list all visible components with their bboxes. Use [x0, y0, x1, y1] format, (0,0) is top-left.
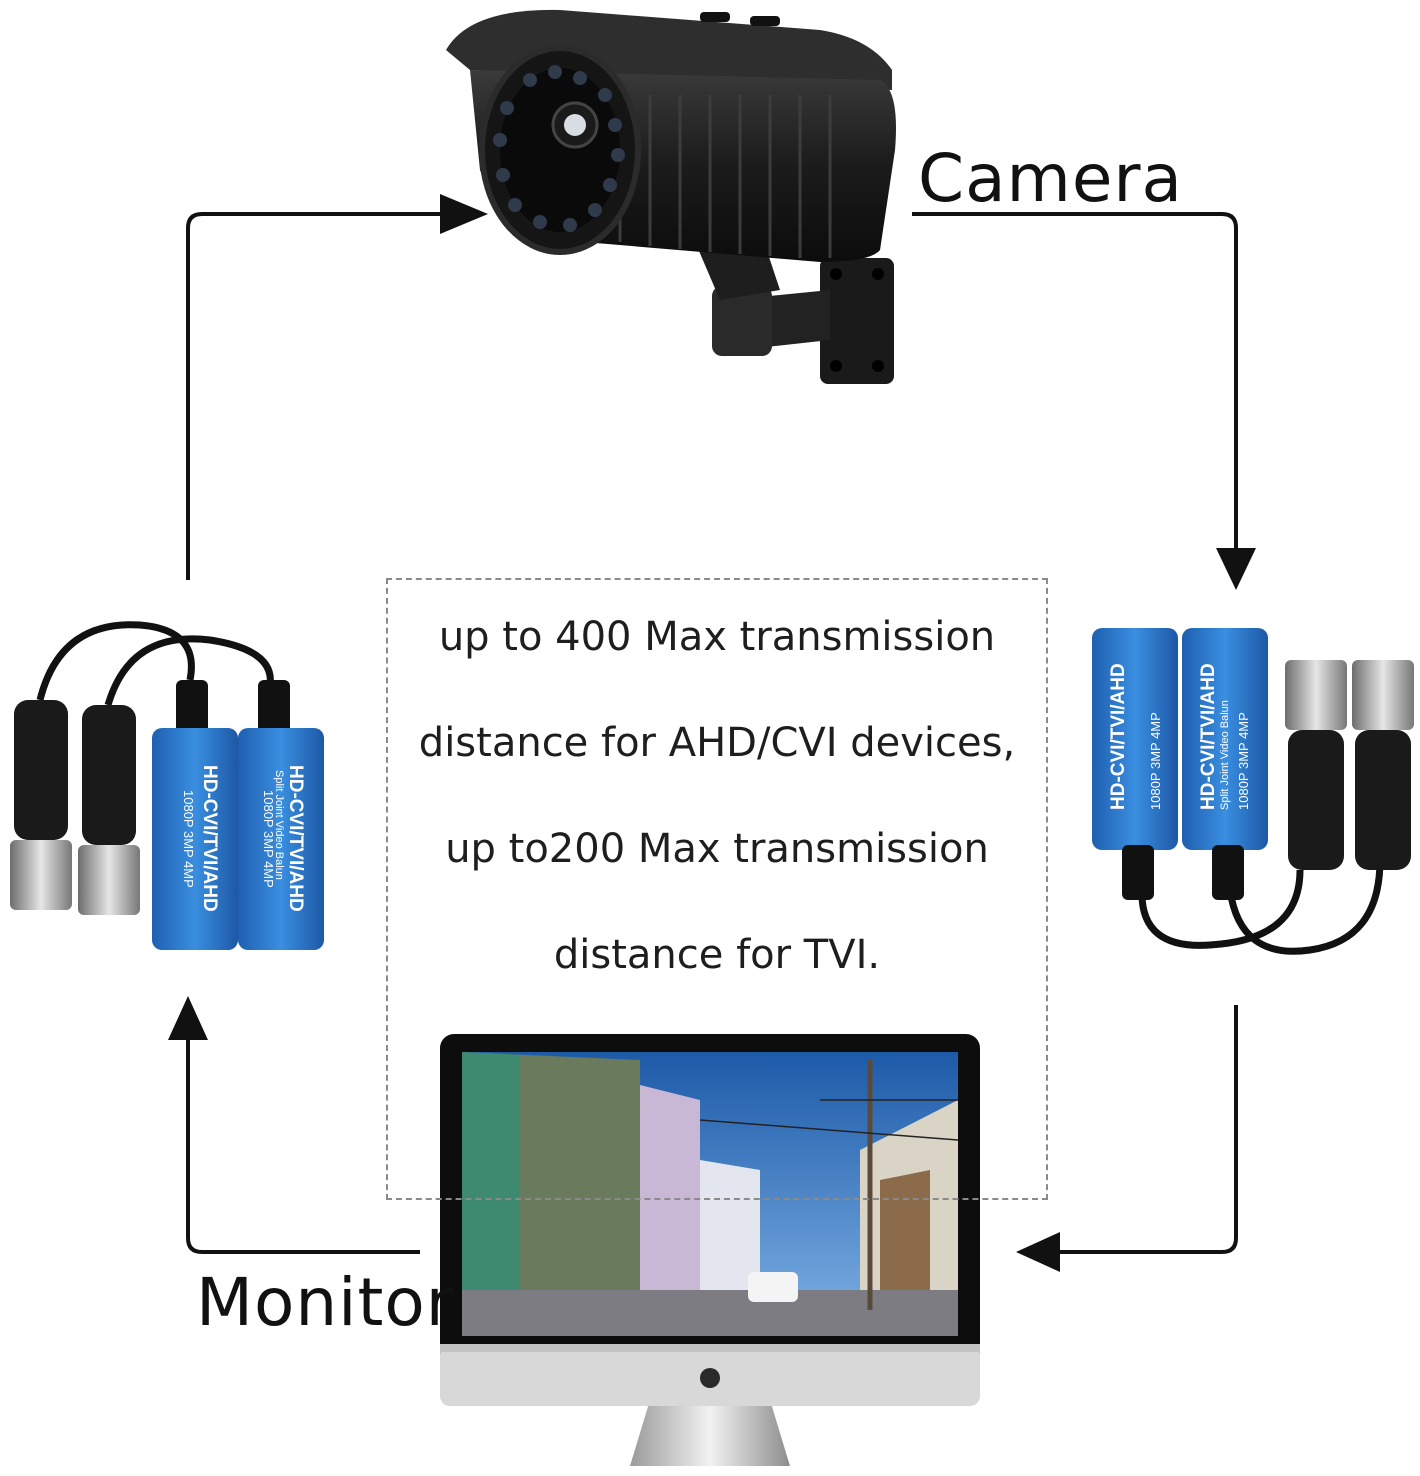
- arrowhead-down-icon: [1216, 548, 1256, 590]
- right-balun-1-title: HD-CVI/TVI/AHD: [1108, 663, 1129, 810]
- left-balun-2-subtitle: Split Joint Video Balun: [273, 770, 285, 880]
- info-line-2: distance for AHD/CVI devices,: [418, 720, 1016, 766]
- left-balun-pair-image: [10, 621, 324, 950]
- arrowhead-up-icon: [168, 996, 208, 1040]
- arrow-camera-to-right-balun: [912, 212, 1238, 560]
- left-balun-1-spec: 1080P 3MP 4MP: [181, 790, 196, 888]
- arrowhead-left-icon: [1016, 1232, 1060, 1272]
- info-line-3: up to200 Max transmission: [445, 826, 989, 872]
- arrow-heads: [168, 194, 1256, 1272]
- flow-arrows: [186, 212, 1238, 1254]
- transmission-info-box: up to 400 Max transmission distance for …: [386, 578, 1048, 1200]
- info-line-1: up to 400 Max transmission: [438, 614, 996, 660]
- right-balun-2-title: HD-CVI/TVI/AHD: [1198, 663, 1219, 810]
- cctv-camera-image: [446, 9, 896, 384]
- arrow-left-balun-to-camera: [186, 212, 450, 580]
- monitor-image: [440, 1034, 980, 1466]
- info-line-4: distance for TVI.: [553, 932, 881, 978]
- monitor-label: Monitor: [196, 1264, 454, 1341]
- arrow-monitor-to-left-balun: [186, 1030, 420, 1254]
- right-balun-pair-image: [1092, 628, 1414, 955]
- arrowhead-right-icon: [440, 194, 488, 234]
- right-balun-1-spec: 1080P 3MP 4MP: [1148, 712, 1163, 810]
- right-balun-2-subtitle: Split Joint Video Balun: [1219, 700, 1231, 810]
- left-balun-2-spec: 1080P 3MP 4MP: [261, 790, 276, 888]
- arrow-right-balun-to-monitor: [1050, 1005, 1238, 1254]
- left-balun-2-title: HD-CVI/TVI/AHD: [285, 765, 306, 912]
- camera-label: Camera: [918, 140, 1184, 217]
- left-balun-labels: HD-CVI/TVI/AHD 1080P 3MP 4MP HD-CVI/TVI/…: [181, 765, 306, 912]
- left-balun-1-title: HD-CVI/TVI/AHD: [199, 765, 220, 912]
- right-balun-labels: HD-CVI/TVI/AHD 1080P 3MP 4MP HD-CVI/TVI/…: [1108, 663, 1251, 810]
- right-balun-2-spec: 1080P 3MP 4MP: [1236, 712, 1251, 810]
- apple-logo-icon: [700, 1368, 720, 1388]
